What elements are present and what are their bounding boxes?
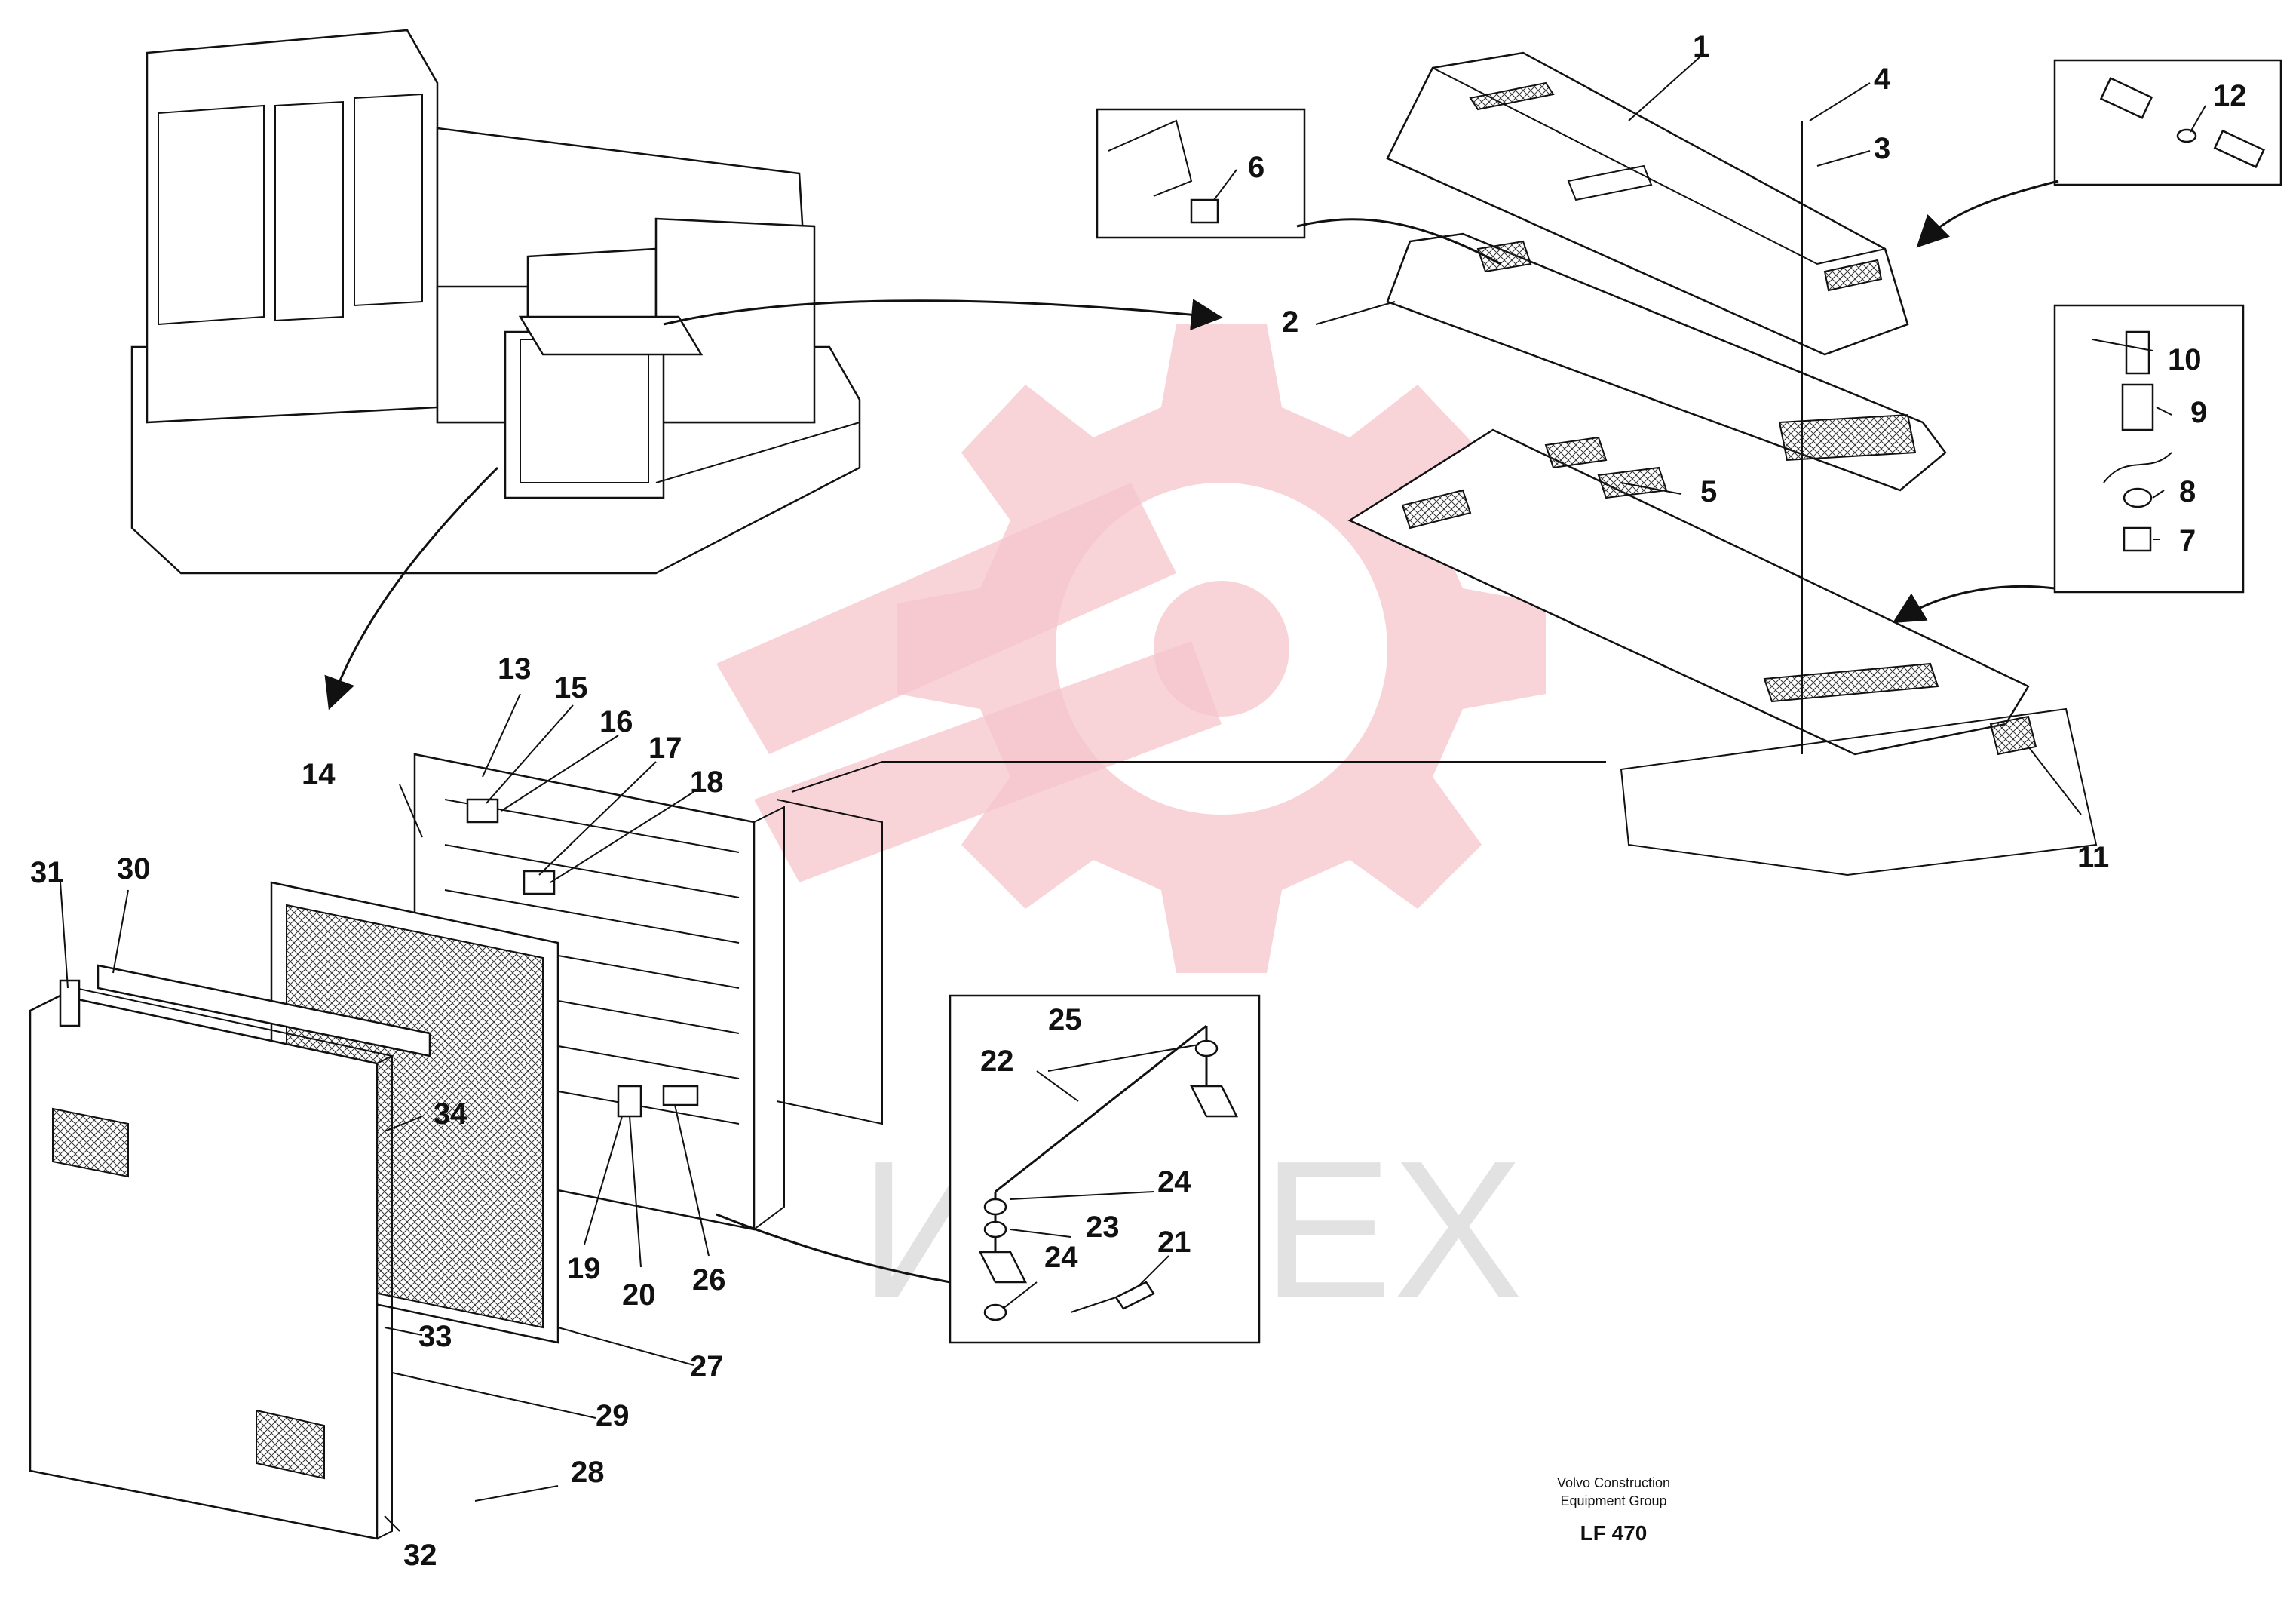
detail-box-7-10 xyxy=(1892,304,2245,624)
detail-box-12 xyxy=(1916,59,2282,248)
label-2: 2 xyxy=(1282,305,1298,339)
excavator-overview xyxy=(130,29,861,575)
arrow-to-door xyxy=(324,466,499,710)
label-34: 34 xyxy=(434,1097,467,1131)
label-17: 17 xyxy=(648,732,682,765)
label-32: 32 xyxy=(403,1539,437,1572)
label-1: 1 xyxy=(1693,30,1709,63)
leader-door-detail xyxy=(716,1213,951,1284)
label-31: 31 xyxy=(30,856,64,889)
figure-code: LF 470 xyxy=(1580,1521,1648,1545)
engine-hood-assembly xyxy=(1347,51,2098,876)
label-28: 28 xyxy=(571,1456,605,1489)
label-22: 22 xyxy=(980,1045,1014,1078)
label-24-upper: 24 xyxy=(1157,1165,1191,1198)
label-33: 33 xyxy=(418,1320,452,1353)
label-11: 11 xyxy=(2077,841,2109,874)
label-7: 7 xyxy=(2179,524,2196,557)
detail-box-21-25 xyxy=(949,994,1261,1344)
label-14: 14 xyxy=(302,758,336,791)
leader-lines xyxy=(60,56,2206,1532)
label-30: 30 xyxy=(117,852,151,885)
label-29: 29 xyxy=(596,1399,630,1432)
part-labels: 1 2 3 4 5 6 7 8 9 10 11 12 13 14 15 16 1… xyxy=(30,30,2247,1572)
label-21: 21 xyxy=(1157,1226,1191,1259)
label-23: 23 xyxy=(1086,1211,1120,1244)
footer-credit: Volvo Construction Equipment Group LF 47… xyxy=(1557,1475,1670,1545)
arrow-to-hood xyxy=(663,299,1223,331)
label-19: 19 xyxy=(567,1252,601,1285)
label-16: 16 xyxy=(599,705,633,738)
label-26: 26 xyxy=(692,1263,726,1297)
label-20: 20 xyxy=(622,1278,656,1312)
label-9: 9 xyxy=(2190,396,2207,429)
label-15: 15 xyxy=(554,671,588,704)
label-18: 18 xyxy=(690,766,724,799)
label-6: 6 xyxy=(1248,151,1264,184)
footer-line-1: Volvo Construction xyxy=(1557,1475,1670,1490)
label-3: 3 xyxy=(1874,132,1890,165)
label-5: 5 xyxy=(1700,475,1717,508)
label-8: 8 xyxy=(2179,475,2196,508)
footer-line-2: Equipment Group xyxy=(1560,1493,1666,1508)
detail-box-6 xyxy=(1096,108,1501,265)
label-24-lower: 24 xyxy=(1044,1241,1078,1274)
label-12: 12 xyxy=(2213,79,2247,112)
door-assembly xyxy=(29,753,1606,1540)
label-10: 10 xyxy=(2168,343,2202,376)
label-13: 13 xyxy=(498,652,532,686)
label-25: 25 xyxy=(1048,1003,1082,1036)
label-4: 4 xyxy=(1874,63,1891,96)
label-27: 27 xyxy=(690,1350,724,1383)
